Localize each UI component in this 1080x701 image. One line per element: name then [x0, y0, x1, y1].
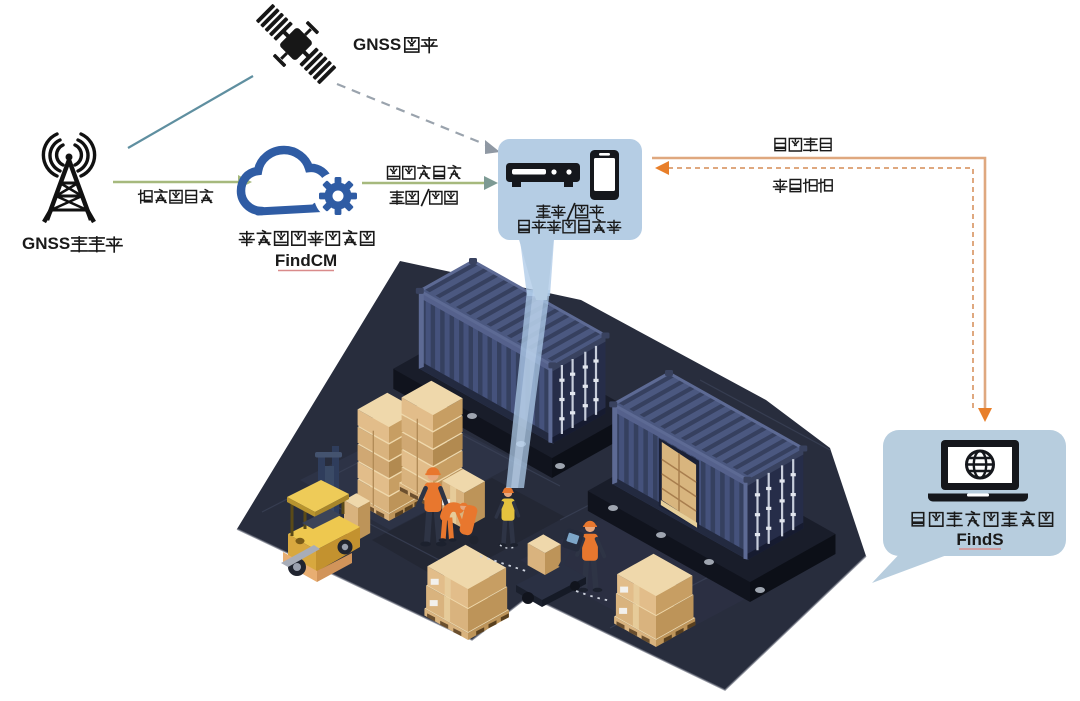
svg-text:GNSS: GNSS: [22, 234, 70, 253]
svg-text:FindS: FindS: [956, 530, 1003, 549]
svg-text:GNSS: GNSS: [353, 35, 401, 54]
svg-text:FindCM: FindCM: [275, 251, 337, 270]
